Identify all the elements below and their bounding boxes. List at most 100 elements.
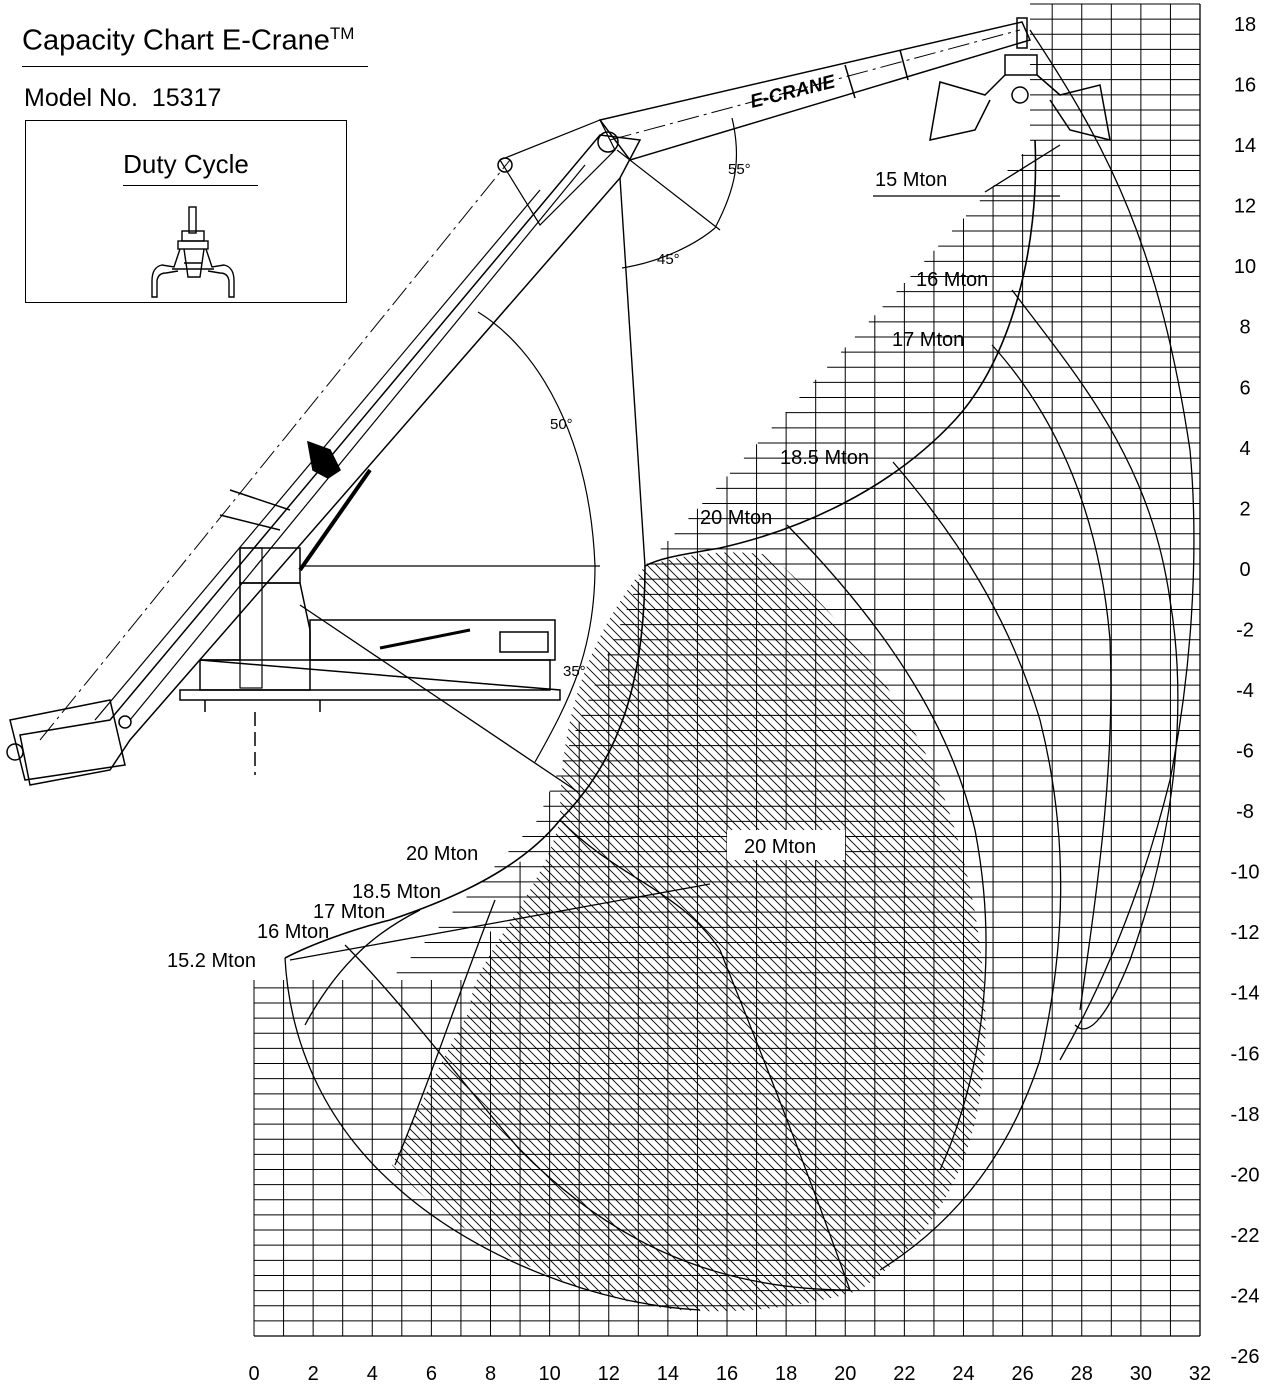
hatch-line [177,500,1077,1386]
hatch-line [392,552,986,1312]
envelope-20-mton [786,524,987,1171]
label-20-mton-center: 20 Mton [744,836,816,858]
hatch-line [0,500,51,1386]
hatch-line [0,500,609,1386]
hatch-line [0,500,222,1386]
hatch-line [132,500,1032,1386]
hatch-line [0,500,6,1386]
hatch-line [519,500,1272,1386]
hatch-line [0,500,168,1386]
upper-boom [598,21,1032,161]
hatch-line [24,500,924,1386]
hatch-line [0,500,672,1386]
hatch-line [626,552,986,1312]
envelope-17-mton [991,344,1112,1011]
hatch-line [707,552,986,1312]
hatch-line [464,552,986,1312]
hatch-line [392,552,835,1312]
hatch-line [392,552,986,1312]
hatch-line [384,500,1272,1386]
hatch-line [0,500,69,1386]
hatch-line [392,552,709,1312]
y-tick-label: -6 [1236,741,1254,763]
hatch-line [924,500,1272,1386]
hatch-line [482,552,986,1312]
label-20-mton-lower: 20 Mton [406,843,478,865]
angle-35-label: 35° [563,663,586,680]
hatch-line [0,500,690,1386]
hatch-line [96,500,996,1386]
hatch-line [392,552,799,1312]
label-16-mton: 16 Mton [916,269,988,291]
hatch-line [0,500,321,1386]
hatch-line [0,500,96,1386]
lower-boom [19,134,642,786]
angle-50-label: 50° [550,416,573,433]
x-tick-label: 12 [598,1363,620,1385]
hatch-line [392,552,700,1312]
boom-radius-line [619,177,646,567]
hatch-line [42,500,942,1386]
hatch-line [0,500,141,1386]
hatch-line [0,500,276,1386]
y-tick-label: 8 [1239,317,1250,339]
hatch-line [662,552,986,1312]
hatch-line [545,552,986,1312]
y-tick-label: 2 [1239,498,1250,520]
hatch-line [392,552,986,1312]
hatch-line [312,500,1212,1386]
hatch-line [392,552,682,1312]
hatch-line [392,552,763,1312]
y-tick-label: -4 [1236,680,1254,702]
hatch-line [392,552,986,1312]
hatch-line [392,552,986,1312]
hatch-line [608,552,986,1312]
hatch-line [447,500,1272,1386]
hatch-line [825,500,1272,1386]
hatch-line [807,500,1272,1386]
hatch-line [0,500,231,1386]
hatch-line [303,500,1203,1386]
hatch-line [0,500,285,1386]
hatch-line [0,500,213,1386]
lower-envelope-d [394,899,496,1166]
hatch-line [392,552,925,1312]
hatch-line [852,500,1272,1386]
hatch-line [0,500,87,1386]
hatch-line [806,552,986,1312]
y-tick-label: 4 [1239,438,1250,460]
x-tick-label: 14 [657,1363,679,1385]
hatch-line [186,500,1086,1386]
hatch-line [978,500,1272,1386]
hatch-line [0,500,231,1386]
hatch-line [0,500,384,1386]
hatch-line [0,500,267,1386]
hatch-line [860,552,986,1312]
hatch-line [392,552,880,1312]
label-17-mton: 17 Mton [892,329,964,351]
angle-arcs [477,117,738,763]
hatch-line [0,500,204,1386]
label-17-mton-lower: 17 Mton [313,901,385,923]
lower-envelope-e [719,949,851,1291]
y-tick-label: -18 [1231,1104,1260,1126]
hatch-line [879,500,1272,1386]
hatch-line [0,500,384,1386]
hatch-line [392,552,826,1312]
model-number: Model No. 15317 [24,84,222,112]
hatch-line [0,500,519,1386]
y-tick-label: -14 [1231,983,1260,1005]
hatch-line [0,500,15,1386]
y-tick-label: -10 [1231,862,1260,884]
hatch-line [0,500,591,1386]
hatch-line [0,500,357,1386]
angle-55-label: 55° [728,161,751,178]
duty-cycle-title: Duty Cycle [123,149,249,179]
brand-text: E-CRANE [748,71,838,113]
label-16-mton-lower: 16 Mton [257,921,329,943]
hatch-line [609,500,1272,1386]
hatch-line [392,552,421,1312]
hatch-line [392,552,592,1312]
